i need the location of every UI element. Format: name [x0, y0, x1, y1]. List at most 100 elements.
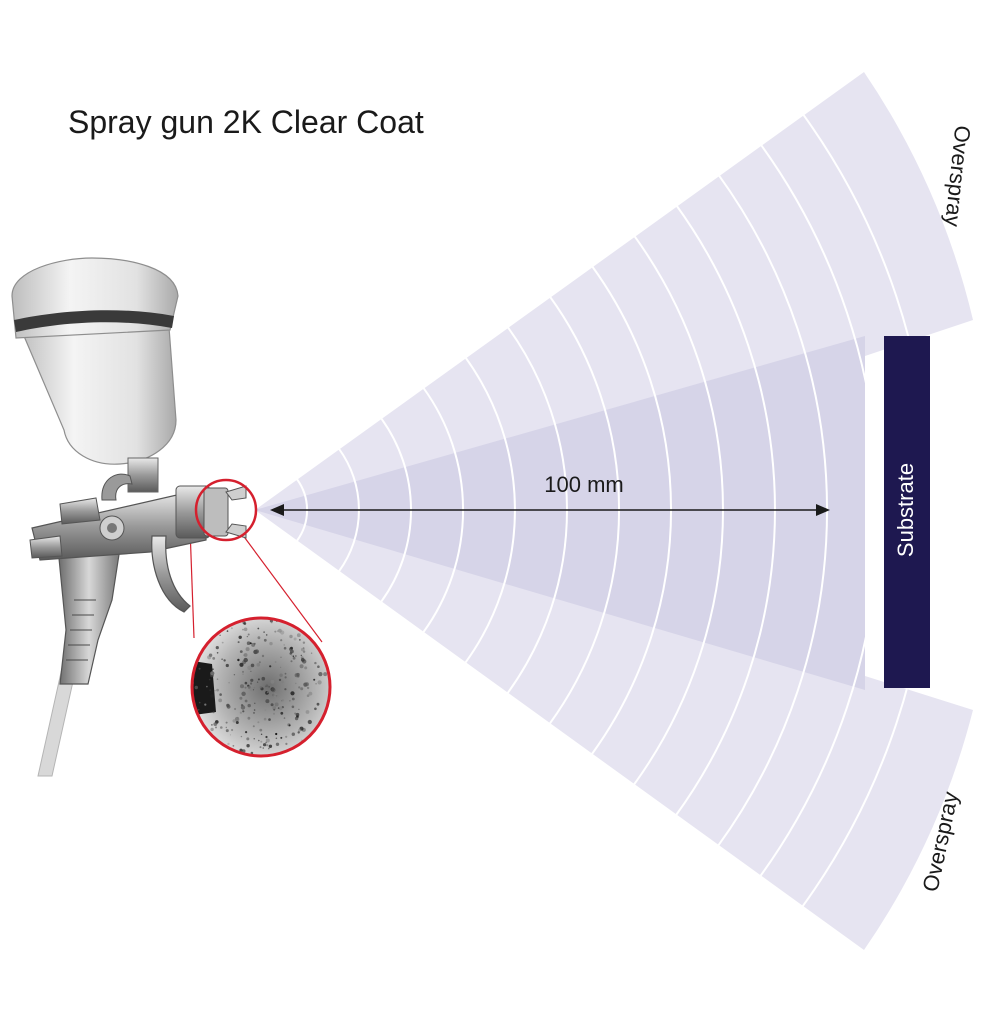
mist-droplet: [316, 702, 320, 706]
mist-droplet: [291, 732, 295, 736]
mist-droplet: [246, 635, 249, 638]
mist-droplet: [281, 700, 283, 702]
mist-droplet: [249, 687, 254, 692]
mist-droplet: [223, 659, 226, 662]
mist-droplet: [257, 721, 260, 724]
mist-droplet: [210, 727, 214, 732]
mist-droplet: [284, 676, 287, 679]
mist-droplet: [237, 658, 240, 662]
mist-droplet: [314, 707, 317, 711]
substrate-panel: [884, 336, 930, 688]
mist-droplet: [275, 737, 278, 740]
mist-droplet: [259, 746, 262, 749]
mist-droplet: [225, 726, 227, 729]
mist-droplet: [281, 680, 284, 684]
mist-droplet: [323, 672, 328, 677]
mist-droplet: [258, 661, 261, 664]
mist-droplet: [235, 721, 239, 724]
mist-droplet: [240, 705, 246, 710]
spray-gun-icon: [11, 257, 258, 777]
mist-droplet: [247, 665, 252, 670]
mist-droplet: [198, 701, 201, 704]
mist-droplet: [313, 678, 316, 681]
mist-droplet: [253, 686, 256, 689]
spray-band-line: [758, 142, 880, 878]
mist-droplet: [306, 686, 310, 690]
mist-droplet: [249, 642, 252, 645]
mist-droplet: [292, 655, 294, 657]
mist-droplet: [260, 733, 263, 735]
mist-droplet: [245, 647, 250, 652]
mist-droplet: [280, 630, 285, 635]
mist-droplet: [225, 729, 229, 733]
mist-droplet: [310, 652, 313, 654]
mist-droplet: [263, 631, 265, 633]
mist-droplet: [278, 628, 282, 633]
mist-droplet: [228, 681, 230, 684]
mist-droplet: [231, 627, 233, 630]
mist-droplet: [275, 694, 278, 697]
mist-droplet: [272, 706, 277, 710]
mist-droplet: [234, 707, 237, 711]
mist-droplet: [268, 686, 270, 688]
mist-droplet: [278, 678, 282, 682]
mist-droplet: [254, 702, 256, 704]
mist-droplet: [288, 724, 291, 727]
mist-droplet: [243, 657, 248, 663]
mist-droplet: [289, 652, 292, 655]
mist-droplet: [210, 694, 214, 698]
mist-droplet: [298, 686, 301, 689]
mist-droplet: [242, 710, 245, 713]
mist-droplet: [284, 688, 287, 691]
mist-droplet: [231, 728, 234, 732]
mist-droplet: [296, 633, 301, 638]
mist-droplet: [229, 734, 232, 736]
mist-droplet: [274, 630, 277, 633]
mist-droplet: [253, 709, 256, 711]
mist-droplet: [242, 628, 244, 631]
mist-droplet: [275, 742, 280, 746]
mist-droplet: [237, 641, 240, 644]
mist-droplet: [279, 673, 283, 677]
mist-droplet: [284, 672, 287, 675]
mist-droplet: [299, 639, 301, 641]
mist-droplet: [225, 721, 228, 724]
mist-droplet: [221, 658, 223, 660]
spray-band-line: [801, 112, 932, 908]
mist-droplet: [266, 744, 269, 747]
mist-droplet: [318, 672, 323, 677]
distance-label: 100 mm: [544, 472, 623, 497]
mist-droplet: [241, 691, 246, 696]
mist-droplet: [270, 703, 274, 707]
mist-droplet: [252, 689, 255, 691]
mist-droplet: [253, 738, 255, 740]
mist-droplet: [280, 666, 282, 668]
mist-droplet: [198, 667, 201, 670]
mist-droplet: [221, 641, 224, 644]
substrate-label: Substrate: [893, 463, 918, 557]
mist-droplet: [247, 716, 251, 720]
mist-droplet: [263, 638, 267, 642]
mist-droplet: [194, 685, 198, 690]
mist-droplet: [257, 678, 260, 681]
mist-droplet: [266, 691, 269, 694]
mist-droplet: [243, 622, 247, 625]
mist-droplet: [265, 698, 270, 703]
mist-droplet: [212, 657, 216, 660]
mist-droplet: [263, 717, 267, 721]
mist-droplet: [243, 653, 248, 657]
spray-fan: [255, 72, 973, 950]
mist-droplet: [214, 690, 216, 692]
mist-droplet: [294, 716, 299, 721]
mist-droplet: [246, 744, 250, 748]
mist-droplet: [289, 700, 291, 702]
mist-droplet: [219, 693, 222, 696]
mist-droplet: [308, 691, 313, 696]
mist-droplet: [240, 684, 244, 689]
mist-droplet: [295, 712, 300, 717]
mist-droplet: [305, 710, 310, 714]
mist-droplet: [306, 694, 310, 697]
mist-droplet: [296, 672, 300, 677]
mist-droplet: [225, 663, 229, 668]
